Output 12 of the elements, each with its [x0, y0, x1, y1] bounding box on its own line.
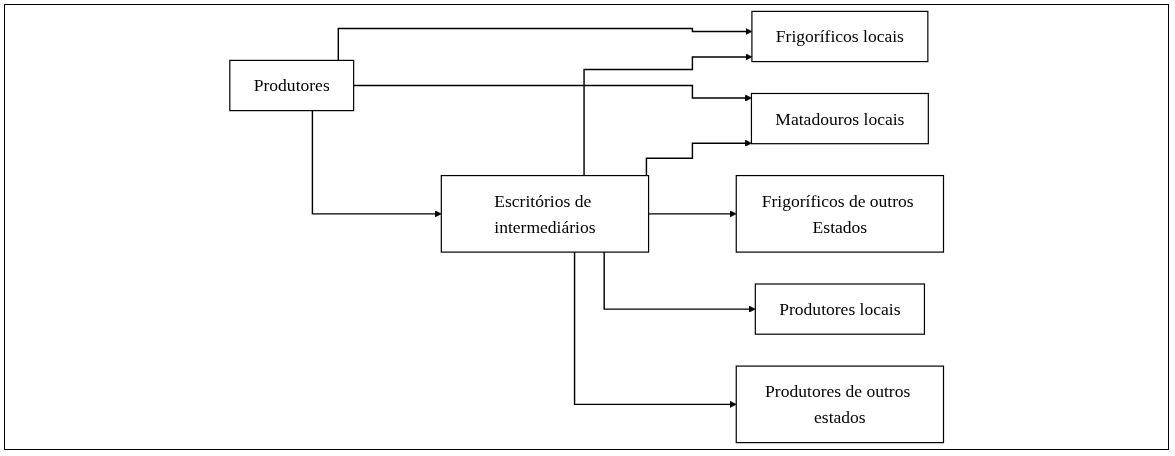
arrow	[645, 139, 752, 177]
node-box: Produtores locais	[754, 283, 925, 335]
node-box: Matadouros locais	[750, 92, 929, 145]
arrow	[583, 53, 753, 177]
arrow	[573, 251, 737, 408]
arrow	[311, 109, 442, 218]
node-box: Produtores	[229, 59, 355, 112]
node-box: Produtores de outros estados	[735, 365, 944, 444]
node-box: Frigoríficos de outros Estados	[735, 175, 944, 253]
node-box: Escritórios de intermediários	[440, 175, 649, 253]
arrow	[603, 251, 756, 313]
node-box: Frigoríficos locais	[751, 10, 929, 63]
